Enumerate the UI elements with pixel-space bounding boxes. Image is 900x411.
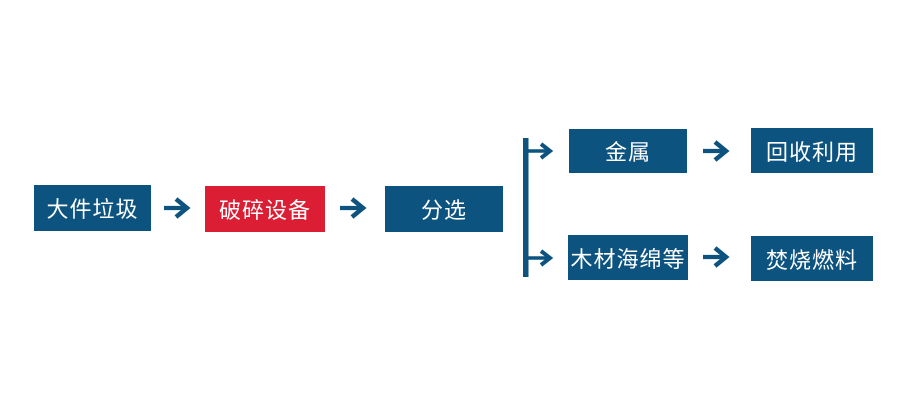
arrow-right-icon	[164, 197, 191, 219]
node-wood-sponge: 木材海绵等	[568, 235, 688, 280]
node-recycling: 回收利用	[751, 128, 873, 173]
arrow-right-icon	[703, 140, 730, 162]
arrow-right-icon	[528, 142, 554, 160]
arrow-head	[539, 249, 554, 267]
arrow-right-icon	[703, 246, 730, 268]
node-bulky-waste: 大件垃圾	[34, 185, 151, 231]
arrow-right-icon	[340, 197, 367, 219]
bracket-vertical-line	[523, 138, 529, 277]
node-metal: 金属	[569, 129, 687, 173]
node-crushing-equipment: 破碎设备	[205, 186, 325, 232]
arrow-head	[713, 140, 730, 162]
arrow-head	[713, 246, 730, 268]
arrow-right-icon	[528, 249, 554, 267]
node-sorting: 分选	[385, 186, 503, 232]
branch-split-bracket	[523, 138, 554, 277]
arrow-head	[350, 197, 367, 219]
arrow-head	[174, 197, 191, 219]
arrow-head	[539, 142, 554, 160]
node-incineration-fuel: 焚烧燃料	[751, 236, 873, 281]
